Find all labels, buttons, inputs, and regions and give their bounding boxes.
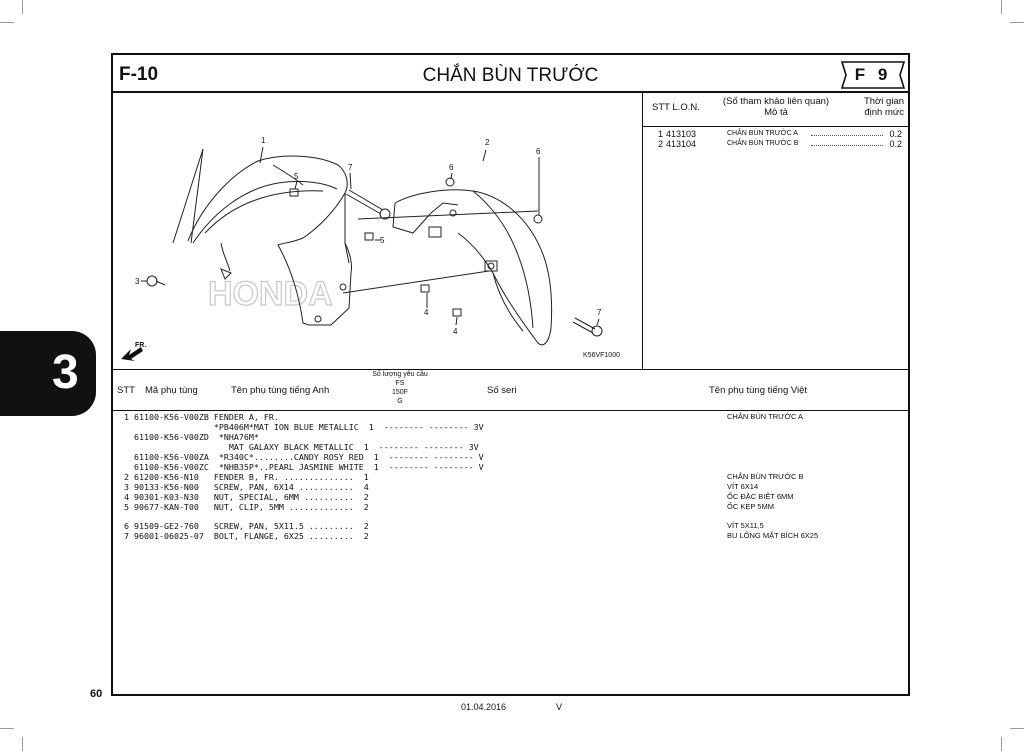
row-name-vn: CHẮN BÙN TRƯỚC A — [727, 412, 804, 421]
crop-mark — [0, 22, 14, 23]
row-text: 61100-K56-V00ZA *R340C*........CANDY ROS… — [119, 452, 484, 462]
table-row: 3 90133-K56-N00 SCREW, PAN, 6X14 .......… — [113, 482, 908, 492]
qty-header-line: Số lượng yêu cầu — [372, 371, 428, 378]
table-row: MAT GALAXY BLACK METALLIC 1 -------- ---… — [113, 442, 908, 452]
figure-badge-frame-icon — [840, 61, 906, 89]
crop-mark — [1001, 0, 1002, 14]
row-name-vn: VÍT 6X14 — [727, 482, 759, 491]
row-text: 2 61200-K56-N10 FENDER B, FR. ..........… — [119, 472, 369, 482]
page-number: 60 — [90, 688, 103, 700]
row-text: *PB406M*MAT ION BLUE METALLIC 1 --------… — [119, 422, 484, 432]
lon-header-time-2: định mức — [864, 107, 904, 118]
lon-row-code: 413104 — [666, 139, 697, 149]
crop-mark — [1010, 728, 1024, 729]
row-text: 3 90133-K56-N00 SCREW, PAN, 6X14 .......… — [119, 482, 369, 492]
table-row: 61100-K56-V00ZA *R340C*........CANDY ROS… — [113, 452, 908, 462]
row-text: 4 90301-K03-N30 NUT, SPECIAL, 6MM ......… — [119, 492, 369, 502]
lon-row-time: 0.2 — [889, 139, 902, 149]
row-name-vn: BU LÔNG MẶT BÍCH 6X25 — [727, 531, 819, 540]
lon-row-desc: CHẮN BÙN TRƯỚC A — [727, 130, 798, 137]
table-row: 5 90677-KAN-T00 NUT, CLIP, 5MM .........… — [113, 502, 908, 512]
exploded-diagram: HONDA — [113, 93, 643, 369]
lon-row-leader — [811, 135, 883, 136]
col-header-part-no: Mã phụ tùng — [145, 385, 198, 396]
parts-table-header: STT Mã phụ tùng Tên phụ tùng tiếng Anh S… — [113, 369, 908, 411]
lon-row-code: 413103 — [666, 129, 697, 139]
lon-divider — [643, 126, 908, 127]
row-text: 61100-K56-V00ZD *NHA76M* — [119, 432, 259, 442]
footer-version: V — [556, 702, 563, 712]
watermark-text: HONDA — [208, 275, 333, 313]
lon-header-time-1: Thời gian — [863, 96, 904, 107]
lon-row-no: 2 — [658, 139, 664, 149]
qty-header-line: G — [397, 398, 403, 405]
lon-row-leader — [811, 145, 883, 146]
qty-header-line: FS — [395, 380, 405, 387]
section-code: F-10 — [119, 64, 159, 85]
crop-mark — [22, 737, 23, 751]
callout-5b: 5 — [380, 236, 385, 245]
row-name-vn: ỐC ĐẶC BIỆT 6MM — [727, 492, 794, 501]
chapter-tab[interactable]: 3 — [0, 331, 96, 416]
lon-header-stt: STT L.O.N. — [652, 102, 700, 113]
lon-row: 2 413104 CHẮN BÙN TRƯỚC B 0.2 — [643, 139, 908, 149]
row-text: 6 91509-GE2-760 SCREW, PAN, 5X11.5 .....… — [119, 521, 369, 531]
callout-7b: 7 — [597, 308, 602, 317]
direction-label: FR. — [135, 342, 146, 349]
callout-4: 4 — [424, 308, 429, 317]
col-header-serial: Số seri — [487, 385, 517, 396]
callout-1: 1 — [261, 136, 266, 145]
col-header-qty: Số lượng yêu cầu FS 150F G — [365, 370, 435, 406]
chapter-tab-label: 3 — [52, 346, 79, 399]
table-row: 2 61200-K56-N10 FENDER B, FR. ..........… — [113, 472, 908, 482]
figure-badge-label: F 9 — [854, 65, 892, 84]
table-row: 4 90301-K03-N30 NUT, SPECIAL, 6MM ......… — [113, 492, 908, 502]
figure-badge: F 9 — [840, 60, 906, 90]
row-text: 61100-K56-V00ZC *NHB35P*..PEARL JASMINE … — [119, 462, 484, 472]
page-header: F-10 CHẮN BÙN TRƯỚC F 9 — [113, 55, 908, 93]
callout-2: 2 — [485, 138, 490, 147]
table-row: *PB406M*MAT ION BLUE METALLIC 1 --------… — [113, 422, 908, 432]
page-frame: F-10 CHẮN BÙN TRƯỚC F 9 HONDA — [111, 53, 910, 696]
labor-table: STT L.O.N. (Số tham khảo liên quan) Mô t… — [643, 93, 908, 369]
lon-header-desc-1: (Số tham khảo liên quan) — [722, 96, 830, 107]
callout-4b: 4 — [453, 327, 458, 336]
crop-mark — [22, 0, 23, 14]
row-text: 7 96001-06025-07 BOLT, FLANGE, 6X25 ....… — [119, 531, 369, 541]
page-title: CHẮN BÙN TRƯỚC — [422, 65, 599, 86]
row-name-vn: CHẮN BÙN TRƯỚC B — [727, 472, 804, 481]
col-header-stt: STT — [117, 385, 135, 396]
table-row: 61100-K56-V00ZC *NHB35P*..PEARL JASMINE … — [113, 462, 908, 472]
front-fender-diagram: HONDA — [121, 136, 603, 361]
lon-row-no: 1 — [658, 129, 664, 139]
row-text: MAT GALAXY BLACK METALLIC 1 -------- ---… — [119, 442, 479, 452]
table-row: 61100-K56-V00ZD *NHA76M* — [113, 432, 908, 442]
crop-mark — [1001, 737, 1002, 751]
footer-date: 01.04.2016 — [461, 702, 507, 712]
lon-row-time: 0.2 — [889, 129, 902, 139]
row-name-vn: ỐC KẸP 5MM — [727, 502, 774, 511]
qty-header-line: 150F — [392, 389, 408, 396]
lon-header-desc-2: Mô tả — [764, 107, 788, 118]
table-row: 6 91509-GE2-760 SCREW, PAN, 5X11.5 .....… — [113, 521, 908, 531]
lon-row-desc: CHẮN BÙN TRƯỚC B — [727, 140, 799, 147]
crop-mark — [0, 728, 14, 729]
row-name-vn: VÍT 5X11,5 — [727, 521, 764, 530]
row-text: 1 61100-K56-V00ZB FENDER A, FR. — [119, 412, 279, 422]
col-header-name-vn: Tên phụ tùng tiếng Việt — [709, 385, 808, 396]
callout-3: 3 — [135, 277, 140, 286]
col-header-name-en: Tên phụ tùng tiếng Anh — [231, 385, 330, 396]
lon-row: 1 413103 CHẮN BÙN TRƯỚC A 0.2 — [643, 129, 908, 139]
callout-5: 5 — [294, 172, 299, 181]
crop-mark — [1010, 22, 1024, 23]
callout-6: 6 — [449, 163, 454, 172]
illustration-code: K56VF1000 — [583, 352, 620, 359]
table-row: 1 61100-K56-V00ZB FENDER A, FR. CHẮN BÙN … — [113, 412, 908, 422]
table-row: 7 96001-06025-07 BOLT, FLANGE, 6X25 ....… — [113, 531, 908, 541]
callout-7: 7 — [348, 163, 353, 172]
callout-6b: 6 — [536, 147, 541, 156]
row-text: 5 90677-KAN-T00 NUT, CLIP, 5MM .........… — [119, 502, 369, 512]
